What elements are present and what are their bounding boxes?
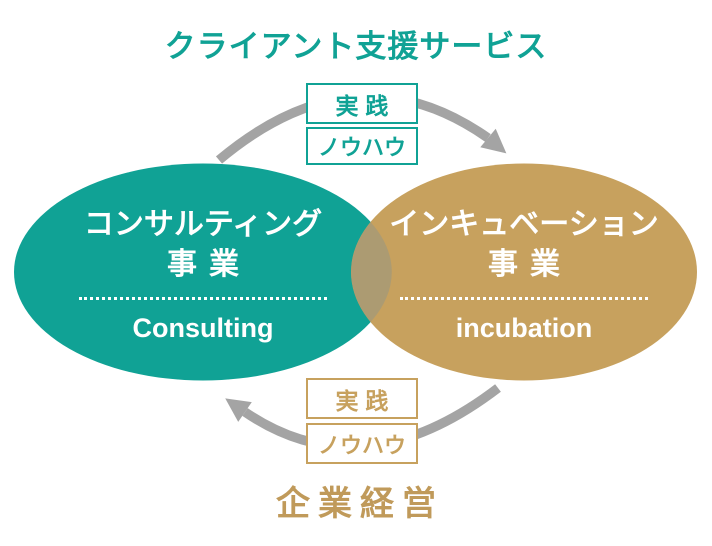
consulting-title-line2: 事業 [167, 248, 251, 281]
incubation-title-line1: インキュベーション [389, 208, 659, 241]
bottom-title: 企業経営 [276, 486, 444, 523]
top-flow-box-practice: 実践 [306, 83, 418, 124]
incubation-dotted-divider [400, 297, 648, 300]
top-flow-box-practice-label: 実践 [335, 92, 396, 119]
consulting-caption: Consulting [132, 313, 274, 343]
bottom-flow-box-knowhow-label: ノウハウ [317, 432, 406, 458]
incubation-ellipse-label: インキュベーション 事業 incubation [359, 204, 689, 343]
top-flow-box-knowhow: ノウハウ [306, 127, 418, 165]
bottom-flow-box-knowhow: ノウハウ [306, 423, 418, 464]
consulting-title-line1: コンサルティング [83, 208, 323, 241]
incubation-title-line2: 事業 [488, 248, 572, 281]
page-title: クライアント支援サービス [164, 29, 548, 64]
ellipse-overlap-lens [351, 222, 392, 322]
consulting-ellipse-shape [14, 163, 392, 381]
consulting-ellipse-label: コンサルティング 事業 Consulting [38, 204, 368, 343]
incubation-caption: incubation [455, 313, 593, 343]
consulting-dotted-divider [79, 297, 327, 300]
top-arrow-head-icon [480, 128, 507, 154]
incubation-ellipse-shape [351, 163, 697, 381]
bottom-flow-box-practice: 実践 [306, 378, 418, 419]
bottom-flow-box-practice-label: 実践 [335, 387, 396, 414]
bottom-arrow-head-icon [225, 398, 252, 422]
top-flow-box-knowhow-label: ノウハウ [317, 135, 406, 160]
